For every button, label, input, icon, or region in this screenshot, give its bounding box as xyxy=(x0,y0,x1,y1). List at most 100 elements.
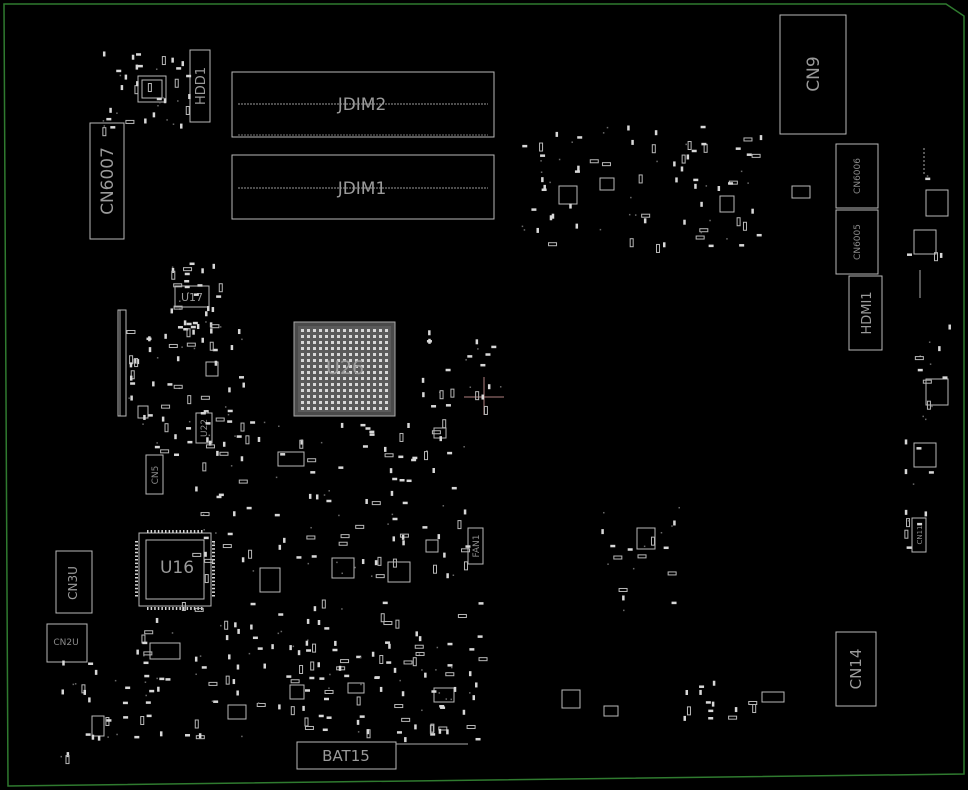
smd-pad xyxy=(463,509,467,515)
smd-part xyxy=(200,512,210,517)
via xyxy=(103,125,106,127)
smd-part xyxy=(601,162,611,167)
bga-ball xyxy=(343,389,346,392)
u17-label: U17 xyxy=(181,291,203,304)
smd-pad xyxy=(197,284,203,287)
hdd-controller-chip xyxy=(137,75,167,103)
bga-ball xyxy=(361,377,364,380)
smd-pad xyxy=(218,493,224,497)
smd-pad xyxy=(359,715,365,718)
bga-ball xyxy=(337,407,340,410)
smd-part xyxy=(742,221,747,231)
cn9-label: CN9 xyxy=(804,56,824,91)
smd-pad xyxy=(627,125,630,131)
smd-pad xyxy=(326,716,332,719)
bga-ball xyxy=(307,383,310,386)
bga-ball xyxy=(331,353,334,356)
smd-part xyxy=(433,564,438,574)
bga-ball xyxy=(349,377,352,380)
smd-pad xyxy=(683,219,686,225)
smd-pad xyxy=(356,719,360,725)
smd-part xyxy=(399,533,409,538)
smd-part xyxy=(457,520,462,530)
smd-pad xyxy=(186,427,192,430)
bga-ball xyxy=(319,353,322,356)
via xyxy=(277,632,280,635)
smd-pad xyxy=(94,669,98,675)
via xyxy=(215,532,217,534)
via xyxy=(114,679,117,682)
smd-pad xyxy=(374,560,378,566)
u16-pin xyxy=(154,530,156,533)
smd-pad xyxy=(66,752,70,758)
smd-component-pads xyxy=(60,51,951,765)
bga-ball xyxy=(325,377,328,380)
smd-pad xyxy=(131,54,135,60)
bga-ball xyxy=(313,341,316,344)
via xyxy=(320,441,323,444)
via xyxy=(178,300,181,302)
smd-pad xyxy=(904,469,908,475)
bga-ball xyxy=(337,347,340,350)
bga-ball xyxy=(313,335,316,338)
smd-pad xyxy=(134,735,140,739)
smd-part xyxy=(384,453,394,458)
via xyxy=(292,645,295,648)
smd-pad xyxy=(700,125,706,129)
jdim2-label: JDIM2 xyxy=(337,95,387,115)
smd-pad xyxy=(187,440,193,444)
smd-pad xyxy=(102,51,106,57)
bga-ball xyxy=(373,401,376,404)
u16-pin xyxy=(172,530,174,533)
bga-ball xyxy=(343,371,346,374)
smd-pad xyxy=(531,208,537,211)
via xyxy=(926,175,929,177)
smd-pad xyxy=(236,664,240,670)
smd-part xyxy=(641,213,651,218)
smd-pad xyxy=(371,651,375,657)
u16-pin xyxy=(186,530,189,533)
smd-pad xyxy=(183,328,189,331)
via xyxy=(354,566,356,569)
u16-pin xyxy=(179,530,181,533)
smd-pad xyxy=(392,517,398,521)
smd-pad xyxy=(83,689,87,695)
smd-part xyxy=(395,619,400,629)
smd-part xyxy=(461,548,471,553)
smd-pad xyxy=(431,405,437,408)
bat15-connector: BAT15 xyxy=(296,741,468,770)
bga-ball xyxy=(337,401,340,404)
bga-ball xyxy=(319,401,322,404)
bga-ball xyxy=(373,383,376,386)
hdmi1-connector: HDMI1 xyxy=(848,275,883,351)
bga-ball xyxy=(325,359,328,362)
bga-ball xyxy=(313,407,316,410)
smd-pad xyxy=(334,640,337,646)
via xyxy=(74,683,77,685)
smd-pad xyxy=(382,601,388,605)
smd-pad xyxy=(467,355,473,358)
smd-pad xyxy=(555,131,559,137)
bga-ball xyxy=(307,329,310,332)
smd-part xyxy=(926,400,931,410)
smd-pad xyxy=(171,267,175,273)
u16-pin xyxy=(212,555,215,557)
via xyxy=(521,225,524,228)
smd-pad xyxy=(440,706,446,709)
smd-part xyxy=(651,144,656,154)
bga-ball xyxy=(367,365,370,368)
bga-ball xyxy=(319,365,322,368)
via xyxy=(740,170,743,173)
via xyxy=(252,570,255,572)
via xyxy=(210,574,213,576)
smd-pad xyxy=(234,622,237,628)
smd-part xyxy=(194,607,204,612)
u16-pin xyxy=(186,607,189,610)
u16-pin xyxy=(161,530,163,533)
u16-pin xyxy=(150,530,153,533)
via xyxy=(445,698,448,700)
bga-ball xyxy=(379,377,382,380)
smd-pad xyxy=(194,656,198,662)
smd-part xyxy=(256,702,266,707)
smd-pad xyxy=(227,409,233,413)
